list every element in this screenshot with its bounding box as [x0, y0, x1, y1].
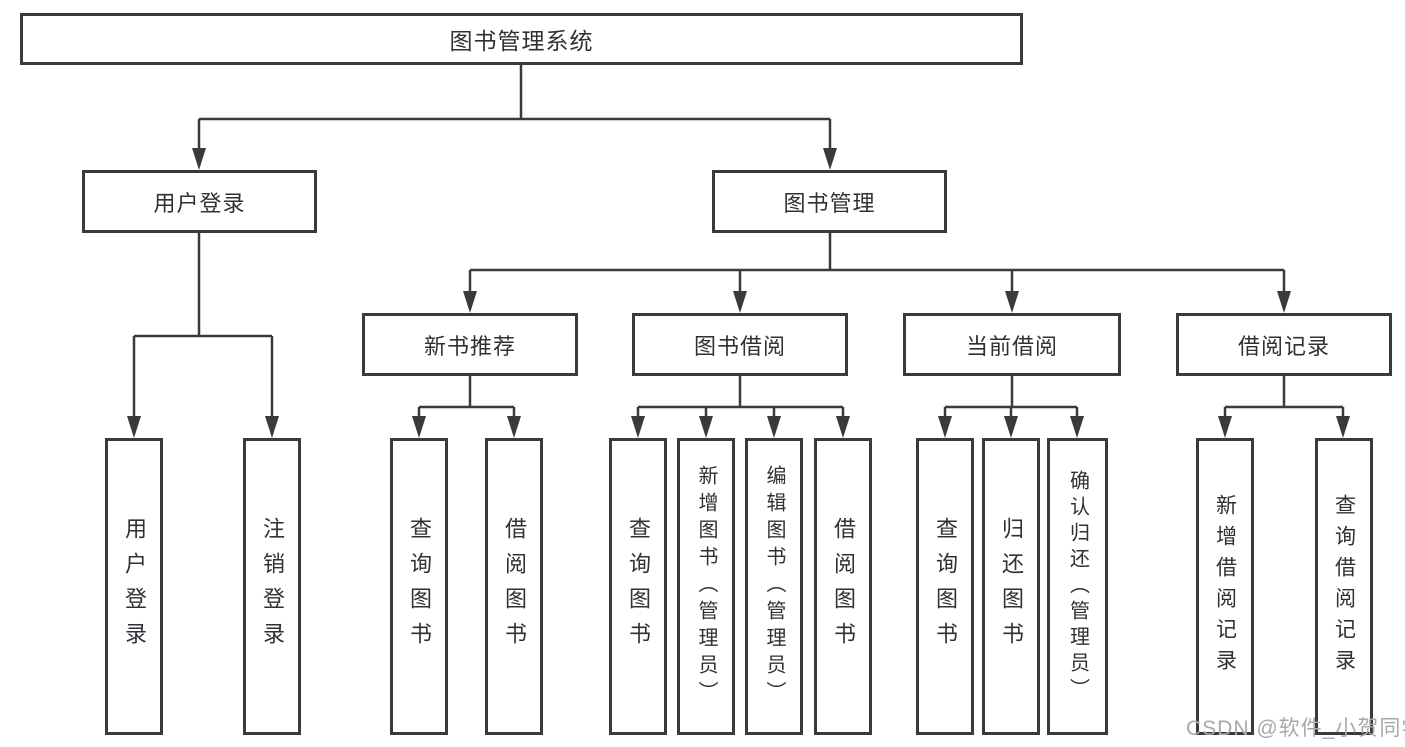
node-label: 新增借阅记录 — [1213, 493, 1237, 680]
leaf-borrow-query-books: 查询图书 — [609, 438, 667, 735]
leaf-borrow-borrow-books: 借阅图书 — [814, 438, 872, 735]
leaf-borrow-edit-books-admin: 编辑图书（管理员） — [745, 438, 803, 735]
leaf-borrow-add-books-admin: 新增图书（管理员） — [677, 438, 735, 735]
node-label: 查询借阅记录 — [1332, 493, 1356, 680]
node-root: 图书管理系统 — [20, 13, 1023, 65]
node-borrow-record: 借阅记录 — [1176, 313, 1392, 376]
node-label: 图书管理 — [783, 190, 876, 216]
node-label: 注销登录 — [260, 516, 285, 657]
node-label: 查询图书 — [626, 516, 651, 657]
leaf-user-login: 用户登录 — [105, 438, 163, 735]
node-user-login: 用户登录 — [82, 170, 317, 233]
leaf-newrec-query-books: 查询图书 — [390, 438, 448, 735]
leaf-record-query-borrow-record: 查询借阅记录 — [1315, 438, 1373, 735]
node-label: 图书借阅 — [693, 333, 786, 359]
node-current-borrow: 当前借阅 — [903, 313, 1121, 376]
node-book-borrow: 图书借阅 — [632, 313, 848, 376]
node-new-book-recommend: 新书推荐 — [362, 313, 578, 376]
leaf-record-add-borrow-record: 新增借阅记录 — [1196, 438, 1254, 735]
node-label: 借阅记录 — [1237, 333, 1330, 359]
node-label: 新书推荐 — [423, 333, 516, 359]
leaf-current-return-books: 归还图书 — [982, 438, 1040, 735]
node-label: 归还图书 — [999, 516, 1024, 657]
leaf-logout: 注销登录 — [243, 438, 301, 735]
node-label: 当前借阅 — [965, 333, 1058, 359]
leaf-current-confirm-return-admin: 确认归还（管理员） — [1047, 438, 1108, 735]
node-label: 用户登录 — [153, 190, 246, 216]
leaf-newrec-borrow-books: 借阅图书 — [485, 438, 543, 735]
node-label: 编辑图书（管理员） — [763, 465, 785, 708]
csdn-watermark: CSDN @软件_小贺同学 — [1186, 717, 1405, 740]
node-label: 用户登录 — [122, 516, 147, 657]
node-book-management: 图书管理 — [712, 170, 947, 233]
leaf-current-query-books: 查询图书 — [916, 438, 974, 735]
arrowheads — [127, 148, 1350, 438]
node-label: 新增图书（管理员） — [695, 465, 717, 708]
node-label: 查询图书 — [407, 516, 432, 657]
node-label: 确认归还（管理员） — [1066, 469, 1089, 704]
node-label: 查询图书 — [933, 516, 958, 657]
node-label: 借阅图书 — [831, 516, 856, 657]
node-label: 借阅图书 — [502, 516, 527, 657]
node-label: 图书管理系统 — [449, 28, 594, 54]
